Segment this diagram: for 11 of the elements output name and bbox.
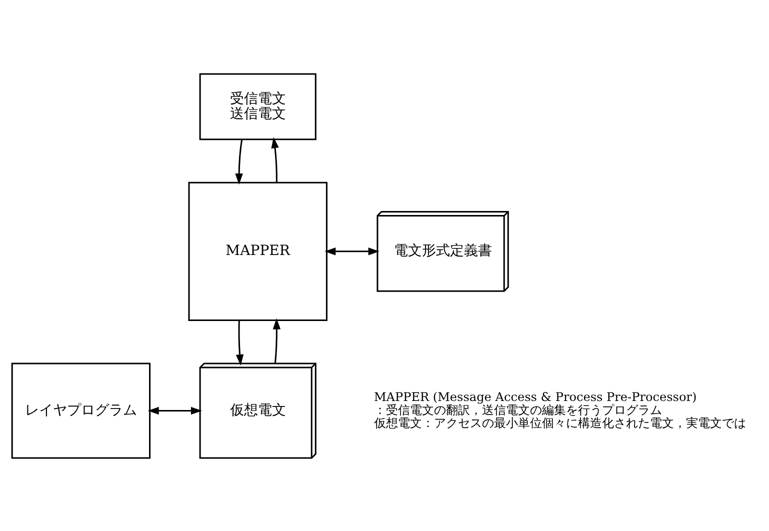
arrow — [324, 247, 380, 255]
node-box: レイヤプログラム — [11, 362, 151, 458]
arrow — [235, 138, 243, 184]
label: MAPPER (Message Access & Process Pre-Processor) — [374, 389, 697, 404]
arrow — [272, 318, 281, 363]
node-box: MAPPER — [188, 181, 328, 321]
arrow — [271, 136, 279, 182]
label: 仮想電文：アクセスの最小単位個々に構造化された電文，実電文では — [374, 415, 746, 430]
arrow — [236, 320, 244, 366]
node-box: 受信電文 送信電文 — [199, 72, 316, 140]
arrow — [148, 406, 202, 414]
